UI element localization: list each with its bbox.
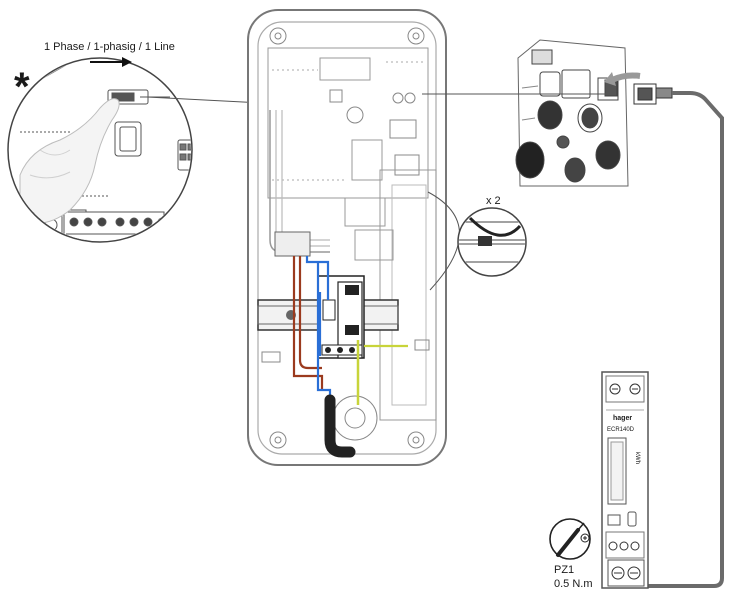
pcb-detail [515,39,629,187]
count-label: x 2 [486,195,501,207]
plug-arrow [604,72,641,86]
cable-tie-icon [459,216,525,263]
screwdriver-icon [549,518,591,560]
grey-cable [644,91,724,588]
wiring [292,256,408,405]
black-cable [324,394,356,458]
tool-bit-label: PZ1 [554,564,574,576]
meter-plug [633,83,673,105]
energy-meter [601,371,649,589]
din-rail-breaker [257,275,399,359]
asterisk-mark: * [14,65,30,109]
right-arrow-icon [90,57,132,67]
phase-label: 1 Phase / 1-phasig / 1 Line [44,41,175,53]
charger-enclosure [247,9,447,466]
cable-tie-callout [427,191,527,291]
meter-unit: kWh [634,452,640,464]
meter-model: ECR140D [607,427,635,433]
meter-brand: hager [613,415,632,422]
magnified-detail [7,57,193,243]
torque-label: 0.5 N.m [554,578,593,590]
